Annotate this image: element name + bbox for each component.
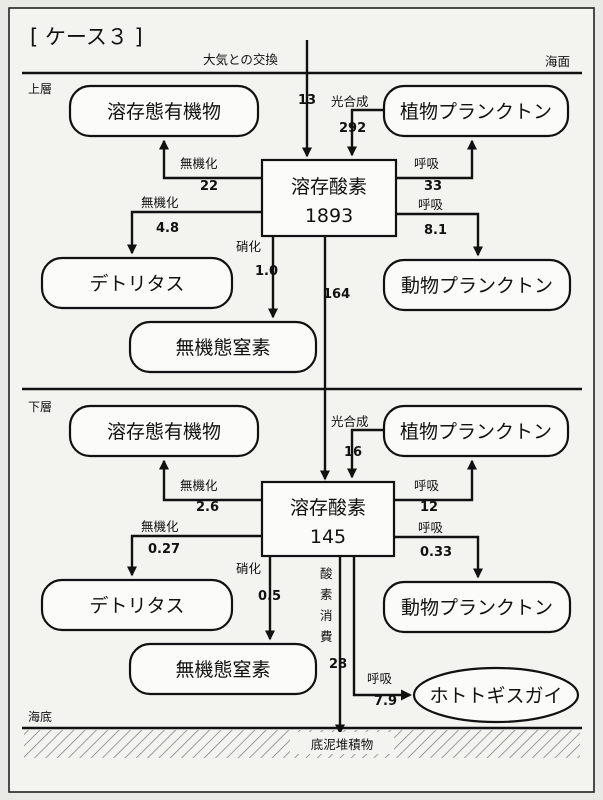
lower-nitrif-label: 硝化 <box>236 561 262 576</box>
lower-detritus-label: デトリタス <box>89 595 184 617</box>
lower-zoo-label: 動物プランクトン <box>401 597 553 619</box>
atmosphere-exchange-label: 大気との交換 <box>203 52 278 67</box>
lower-dom-box <box>68 404 260 458</box>
sea-floor-label: 海底 <box>28 709 52 724</box>
shellfish-resp-arrow <box>352 556 412 701</box>
lower-resp-phyto-arrow <box>394 459 477 502</box>
lower-dom-label: 溶存態有機物 <box>107 421 221 443</box>
upper-detritus-label: デトリタス <box>89 273 184 295</box>
lower-nitrif-value: 0.5 <box>258 589 281 604</box>
upper-mineral-dom-arrow <box>159 139 262 180</box>
upper-layer-label: 上層 <box>28 82 52 96</box>
sediment-label: 底泥堆積物 <box>311 737 374 752</box>
upper-zoo-label: 動物プランクトン <box>401 275 553 297</box>
lower-mineral-dom-value: 2.6 <box>196 500 219 515</box>
sea-surface-label: 海面 <box>545 54 570 69</box>
lower-mineral-det-arrow <box>127 534 262 577</box>
downward-flux-value: 164 <box>323 287 350 302</box>
upper-mineral-det-value: 4.8 <box>156 221 179 236</box>
upper-mineral-det-label: 無機化 <box>141 195 179 210</box>
upper-do-box <box>260 158 398 238</box>
sediment-label-bg <box>290 732 394 754</box>
lower-mineral-det-label: 無機化 <box>141 519 179 534</box>
lower-do-value: 145 <box>310 526 346 548</box>
lower-din-label: 無機態窒素 <box>175 659 270 681</box>
upper-photosynthesis-label: 光合成 <box>331 94 369 109</box>
lower-zoo-box <box>382 580 572 634</box>
lower-mineral-dom-label: 無機化 <box>180 478 218 493</box>
upper-resp-phyto-arrow <box>396 139 477 180</box>
upper-resp-zoo-value: 8.1 <box>424 223 447 238</box>
lower-shellfish-ellipse <box>412 666 580 724</box>
atmosphere-flux-value: 13 <box>298 93 316 108</box>
shellfish-resp-label: 呼吸 <box>367 671 393 686</box>
upper-zoo-box <box>382 258 572 312</box>
lower-shellfish-label: ホトトギスガイ <box>429 685 562 707</box>
upper-nitrif-value: 1.0 <box>255 264 278 279</box>
upper-photosynthesis-value: 292 <box>339 121 366 136</box>
lower-mineral-det-value: 0.27 <box>148 542 180 557</box>
upper-dom-label: 溶存態有機物 <box>107 101 221 123</box>
lower-do-label: 溶存酸素 <box>290 497 366 519</box>
upper-mineral-dom-value: 22 <box>200 179 218 194</box>
upper-do-label: 溶存酸素 <box>291 176 367 198</box>
upper-din-box <box>128 320 318 374</box>
shellfish-resp-value: 7.9 <box>374 694 397 709</box>
diagram-title: [ ケース３ ] <box>30 25 143 49</box>
lower-resp-phyto-label: 呼吸 <box>414 478 440 493</box>
upper-resp-zoo-label: 呼吸 <box>418 197 444 212</box>
lower-photosynthesis-value: 16 <box>344 445 362 460</box>
upper-dom-box <box>68 84 260 138</box>
upper-resp-zoo-arrow <box>396 212 483 257</box>
upper-nitrif-label: 硝化 <box>236 239 262 254</box>
upper-din-label: 無機態窒素 <box>175 337 270 359</box>
upper-resp-phyto-label: 呼吸 <box>414 156 440 171</box>
sediment-consumption-value: 28 <box>329 657 347 672</box>
lower-layer-label: 下層 <box>28 400 52 414</box>
lower-do-box <box>260 480 396 558</box>
lower-resp-zoo-label: 呼吸 <box>418 520 444 535</box>
upper-detritus-box <box>40 256 234 310</box>
sediment-consumption-label: 酸 素 消 費 <box>320 566 337 644</box>
lower-photosynthesis-label: 光合成 <box>331 414 369 429</box>
lower-photosynthesis-arrow <box>347 428 384 479</box>
upper-phyto-label: 植物プランクトン <box>400 101 552 123</box>
upper-mineral-det-arrow <box>127 210 262 255</box>
lower-resp-phyto-value: 12 <box>420 500 438 515</box>
lower-phyto-label: 植物プランクトン <box>400 421 552 443</box>
upper-photosynthesis-arrow <box>347 108 384 157</box>
lower-din-box <box>128 642 318 696</box>
lower-detritus-box <box>40 578 234 632</box>
upper-resp-phyto-value: 33 <box>424 179 442 194</box>
lower-resp-zoo-value: 0.33 <box>420 545 452 560</box>
lower-resp-zoo-arrow <box>394 535 483 579</box>
lower-mineral-dom-arrow <box>159 459 262 502</box>
upper-do-value: 1893 <box>305 205 353 227</box>
upper-mineral-dom-label: 無機化 <box>180 156 218 171</box>
